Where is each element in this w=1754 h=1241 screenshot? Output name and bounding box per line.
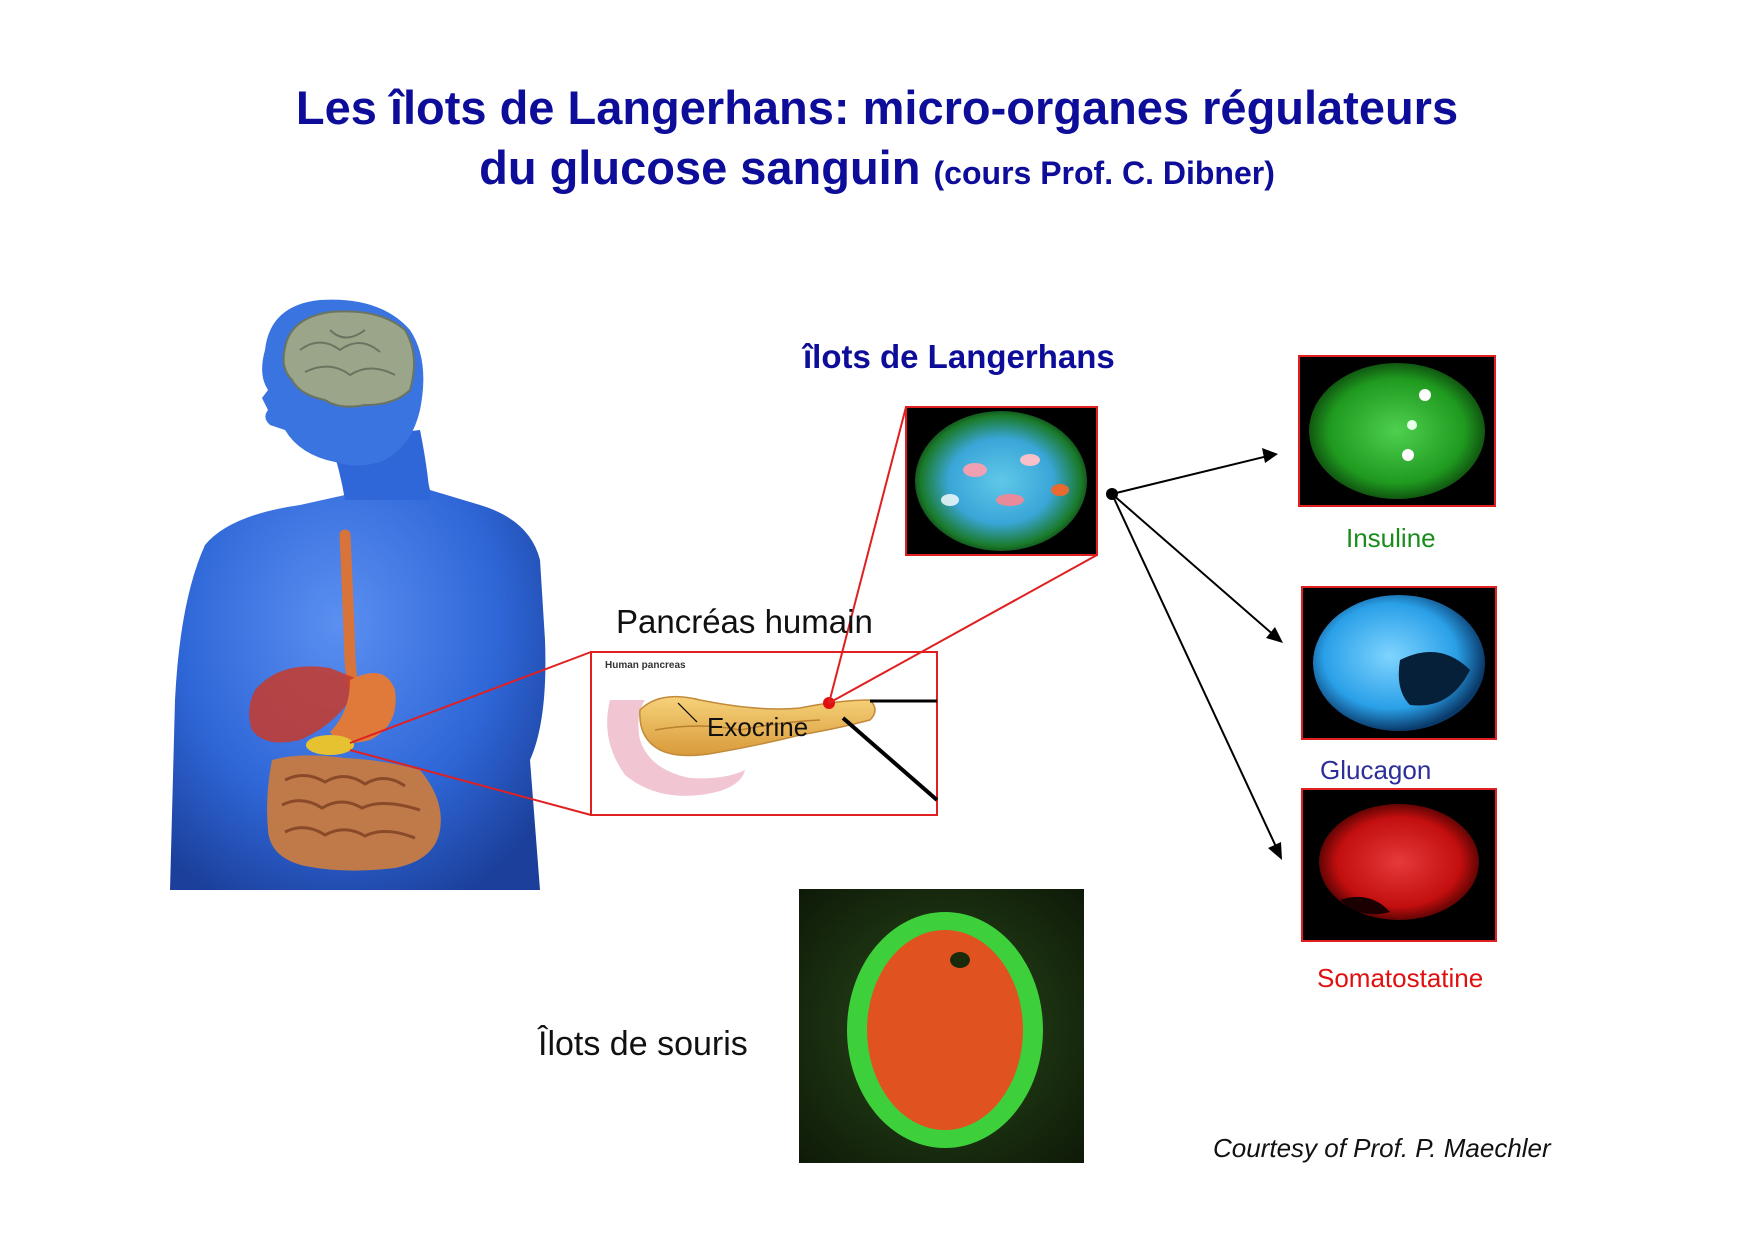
- insuline-spot-1: [1419, 389, 1431, 401]
- exocrine-pointer: [677, 702, 698, 723]
- islet-spot-4: [941, 494, 959, 506]
- insuline-spot-3: [1402, 449, 1414, 461]
- intestines-shape: [267, 755, 441, 871]
- zoom-line-black-lower: [841, 716, 939, 802]
- glucagon-label: Glucagon: [1320, 755, 1431, 785]
- title-subtitle: (cours Prof. C. Dibner): [933, 155, 1275, 191]
- torso-shape: [170, 445, 546, 890]
- islet-spot-3: [996, 494, 1024, 506]
- zoom-line-upper: [349, 651, 592, 744]
- arrowhead-glucagon: [1266, 627, 1283, 643]
- insuline-cells: [1309, 363, 1485, 499]
- arrow-glucagon: [1111, 493, 1277, 638]
- mouse-islet-image: [799, 889, 1084, 1163]
- zoom-line-lower: [349, 749, 592, 816]
- page-title-line-1: Les îlots de Langerhans: micro-organes r…: [295, 81, 1459, 134]
- arrow-somatostatine: [1111, 493, 1279, 852]
- title-main: du glucose sanguin: [479, 141, 921, 194]
- insuline-image: [1298, 355, 1496, 507]
- insuline-label: Insuline: [1346, 523, 1436, 553]
- mouse-islets-label: Îlots de souris: [537, 1025, 748, 1063]
- islets-title-label: îlots de Langerhans: [801, 338, 1115, 375]
- glucagon-dark-region: [1398, 652, 1470, 706]
- arrowhead-somatostatine: [1268, 842, 1282, 860]
- somatostatine-image: [1301, 788, 1497, 942]
- exocrine-label: Exocrine: [707, 712, 808, 742]
- islet-spot-2: [1020, 454, 1040, 466]
- duodenum-shape: [607, 700, 745, 796]
- arrowhead-insuline: [1262, 448, 1278, 463]
- page-title-line-2: du glucose sanguin (cours Prof. C. Dibne…: [0, 140, 1754, 195]
- islet-spot-5: [1051, 484, 1069, 496]
- courtesy-label: Courtesy of Prof. P. Maechler: [1213, 1133, 1552, 1163]
- islet-zoom-line-left: [828, 406, 907, 704]
- somatostatine-dark-region: [1340, 896, 1390, 915]
- arrow-insuline: [1111, 454, 1273, 495]
- mouse-islet-inner-red: [867, 930, 1023, 1130]
- glucagon-image: [1301, 586, 1497, 740]
- islet-image-mixed: [905, 406, 1098, 556]
- pancreas-human-label: Pancréas humain: [616, 603, 873, 640]
- somatostatine-cells: [1319, 804, 1479, 920]
- arrows-to-hormones: [1106, 448, 1283, 860]
- brain-shape: [282, 310, 415, 408]
- insuline-spot-2: [1407, 420, 1417, 430]
- liver-shape: [249, 666, 360, 743]
- human-pancreas-small-label: Human pancreas: [605, 660, 686, 671]
- islet-cells: [915, 411, 1087, 551]
- human-body-illustration: [170, 299, 546, 890]
- islet-zoom-line-right: [828, 554, 1098, 704]
- pancreas-detail-box: [590, 651, 939, 816]
- somatostatine-label: Somatostatine: [1317, 963, 1483, 993]
- pancreatic-duct: [654, 719, 821, 731]
- stomach-shape: [330, 672, 396, 743]
- intestine-folds: [281, 774, 421, 840]
- islet-spot-1: [963, 463, 987, 477]
- pancreas-small-shape: [306, 735, 354, 755]
- brain-folds: [299, 329, 396, 377]
- mouse-islet-dark-spot: [950, 952, 970, 968]
